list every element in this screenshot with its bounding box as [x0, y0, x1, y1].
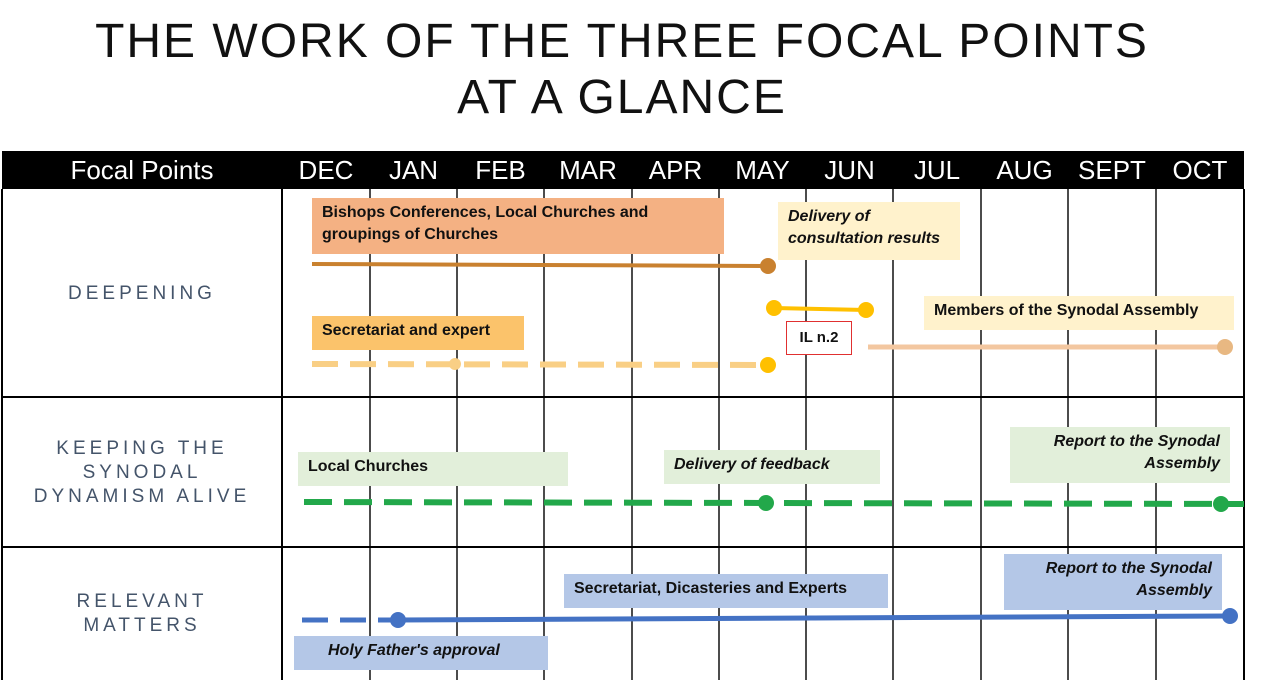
row-label-relevant: RELEVANT MATTERS: [2, 590, 282, 638]
month-header: Focal Points DEC JAN FEB MAR APR MAY JUN…: [2, 151, 1244, 189]
il-timeline-line: [773, 306, 867, 312]
members-end-dot: [1217, 339, 1233, 355]
il-start-dot: [766, 300, 782, 316]
row-label-relevant-line-2: MATTERS: [83, 615, 201, 636]
report-keeping-label: Report to the Synodal Assembly: [1010, 427, 1230, 483]
holy-father-dot: [390, 612, 406, 628]
row-label-deepening-text: DEEPENING: [68, 283, 216, 304]
bishops-timeline-line: [311, 262, 769, 268]
page-title-line-1: THE WORK OF THE THREE FOCAL POINTS: [95, 15, 1149, 68]
secretariat-dicasteries-label: Secretariat, Dicasteries and Experts: [564, 574, 888, 608]
local-churches-label: Local Churches: [298, 452, 568, 486]
month-jan: JAN: [388, 155, 439, 185]
feedback-dot: [758, 495, 774, 511]
month-apr: APR: [648, 155, 703, 185]
page-title-line-2: AT A GLANCE: [457, 71, 787, 124]
il-label: IL n.2: [786, 321, 852, 355]
header-focal-points: Focal Points: [70, 155, 214, 185]
report-blue-dot: [1222, 608, 1238, 624]
secretariat-mid-dot: [449, 358, 461, 370]
row-label-deepening: DEEPENING: [2, 282, 282, 306]
row-label-keeping-line-3: DYNAMISM ALIVE: [33, 486, 251, 507]
row-label-keeping-line-2: SYNODAL: [82, 462, 202, 483]
month-jul: JUL: [913, 155, 961, 185]
row-label-keeping: KEEPING THE SYNODAL DYNAMISM ALIVE: [2, 437, 282, 509]
row-label-relevant-line-1: RELEVANT: [76, 591, 208, 612]
bishops-label: Bishops Conferences, Local Churches and …: [312, 198, 724, 254]
secretariat-dashed-line: [311, 361, 769, 368]
month-feb: FEB: [475, 155, 526, 185]
members-label: Members of the Synodal Assembly: [924, 296, 1234, 330]
bishops-end-dot: [760, 258, 776, 274]
row-label-keeping-line-1: KEEPING THE: [56, 438, 228, 459]
secretariat-end-dot: [760, 357, 776, 373]
month-mar: MAR: [559, 155, 617, 185]
month-may: MAY: [735, 155, 790, 185]
relevant-solid-line: [397, 613, 1231, 623]
month-oct: OCT: [1172, 155, 1228, 185]
keeping-dashed-line: [303, 499, 1245, 507]
month-aug: AUG: [996, 155, 1053, 185]
delivery-consultation-label: Delivery of consultation results: [778, 202, 960, 260]
il-end-dot: [858, 302, 874, 318]
report-relevant-label: Report to the Synodal Assembly: [1004, 554, 1222, 610]
month-dec: DEC: [298, 155, 354, 185]
secretariat-expert-label: Secretariat and expert: [312, 316, 524, 350]
report-green-dot: [1213, 496, 1229, 512]
holy-father-label: Holy Father's approval: [294, 636, 548, 670]
month-jun: JUN: [824, 155, 875, 185]
delivery-feedback-label: Delivery of feedback: [664, 450, 880, 484]
month-sept: SEPT: [1078, 155, 1146, 185]
